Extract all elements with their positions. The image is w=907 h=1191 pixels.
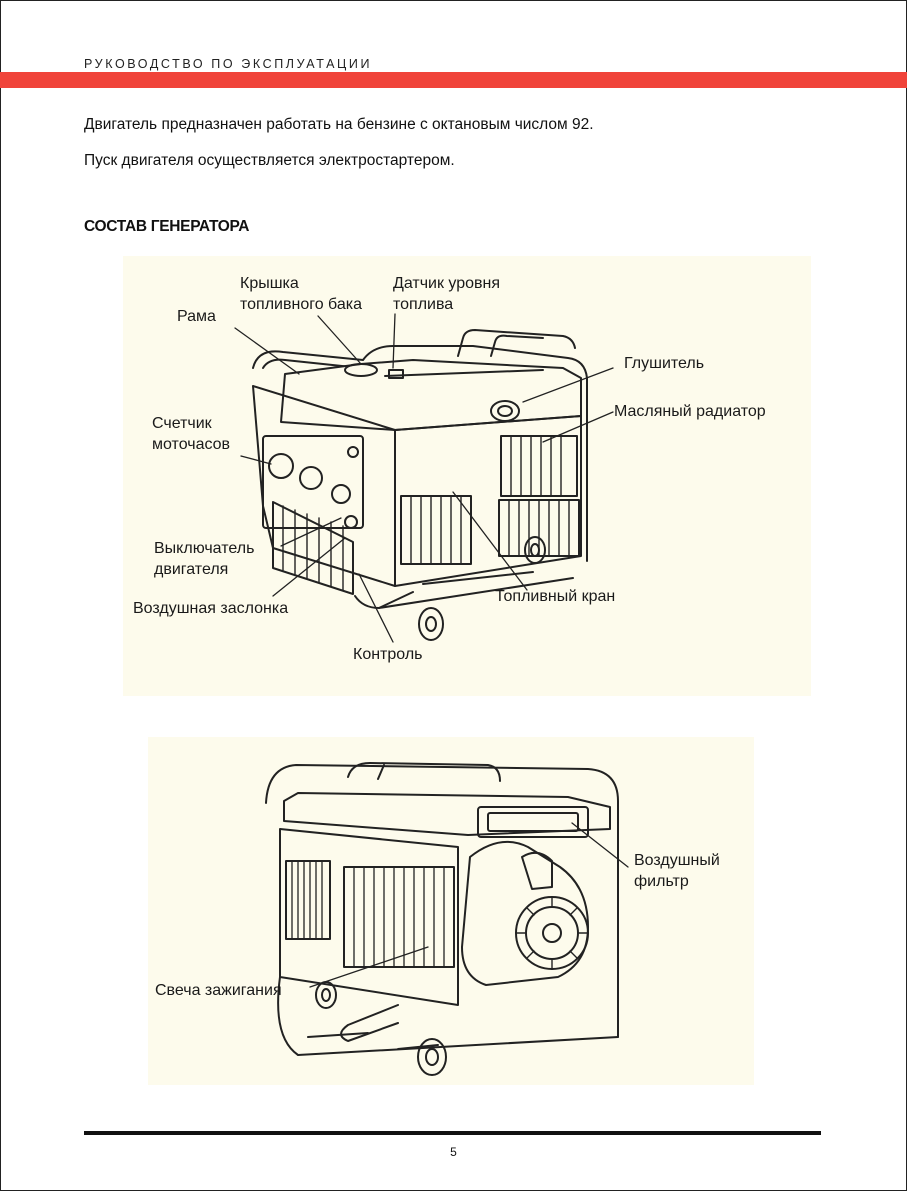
paragraph-starter: Пуск двигателя осуществляется электроста… <box>84 152 455 169</box>
generator-rear-drawing <box>265 762 629 1076</box>
section-title: СОСТАВ ГЕНЕРАТОРА <box>84 218 250 235</box>
callout-control: Контроль <box>353 646 423 663</box>
footer-rule <box>84 1131 821 1135</box>
page-number: 5 <box>450 1145 457 1159</box>
paragraph-fuel: Двигатель предназначен работать на бензи… <box>84 116 594 133</box>
header-accent-band <box>0 72 907 88</box>
generator-front-drawing <box>234 313 614 643</box>
callout-choke: Воздушная заслонка <box>133 600 289 617</box>
callout-frame: Рама <box>177 308 216 325</box>
running-header: РУКОВОДСТВО ПО ЭКСПЛУАТАЦИИ <box>84 57 373 71</box>
callout-fuel-valve: Топливный кран <box>495 588 616 605</box>
callout-spark-plug: Свеча зажигания <box>155 982 282 999</box>
callout-muffler: Глушитель <box>624 355 705 372</box>
callout-oil-cooler: Масляный радиатор <box>614 403 766 420</box>
